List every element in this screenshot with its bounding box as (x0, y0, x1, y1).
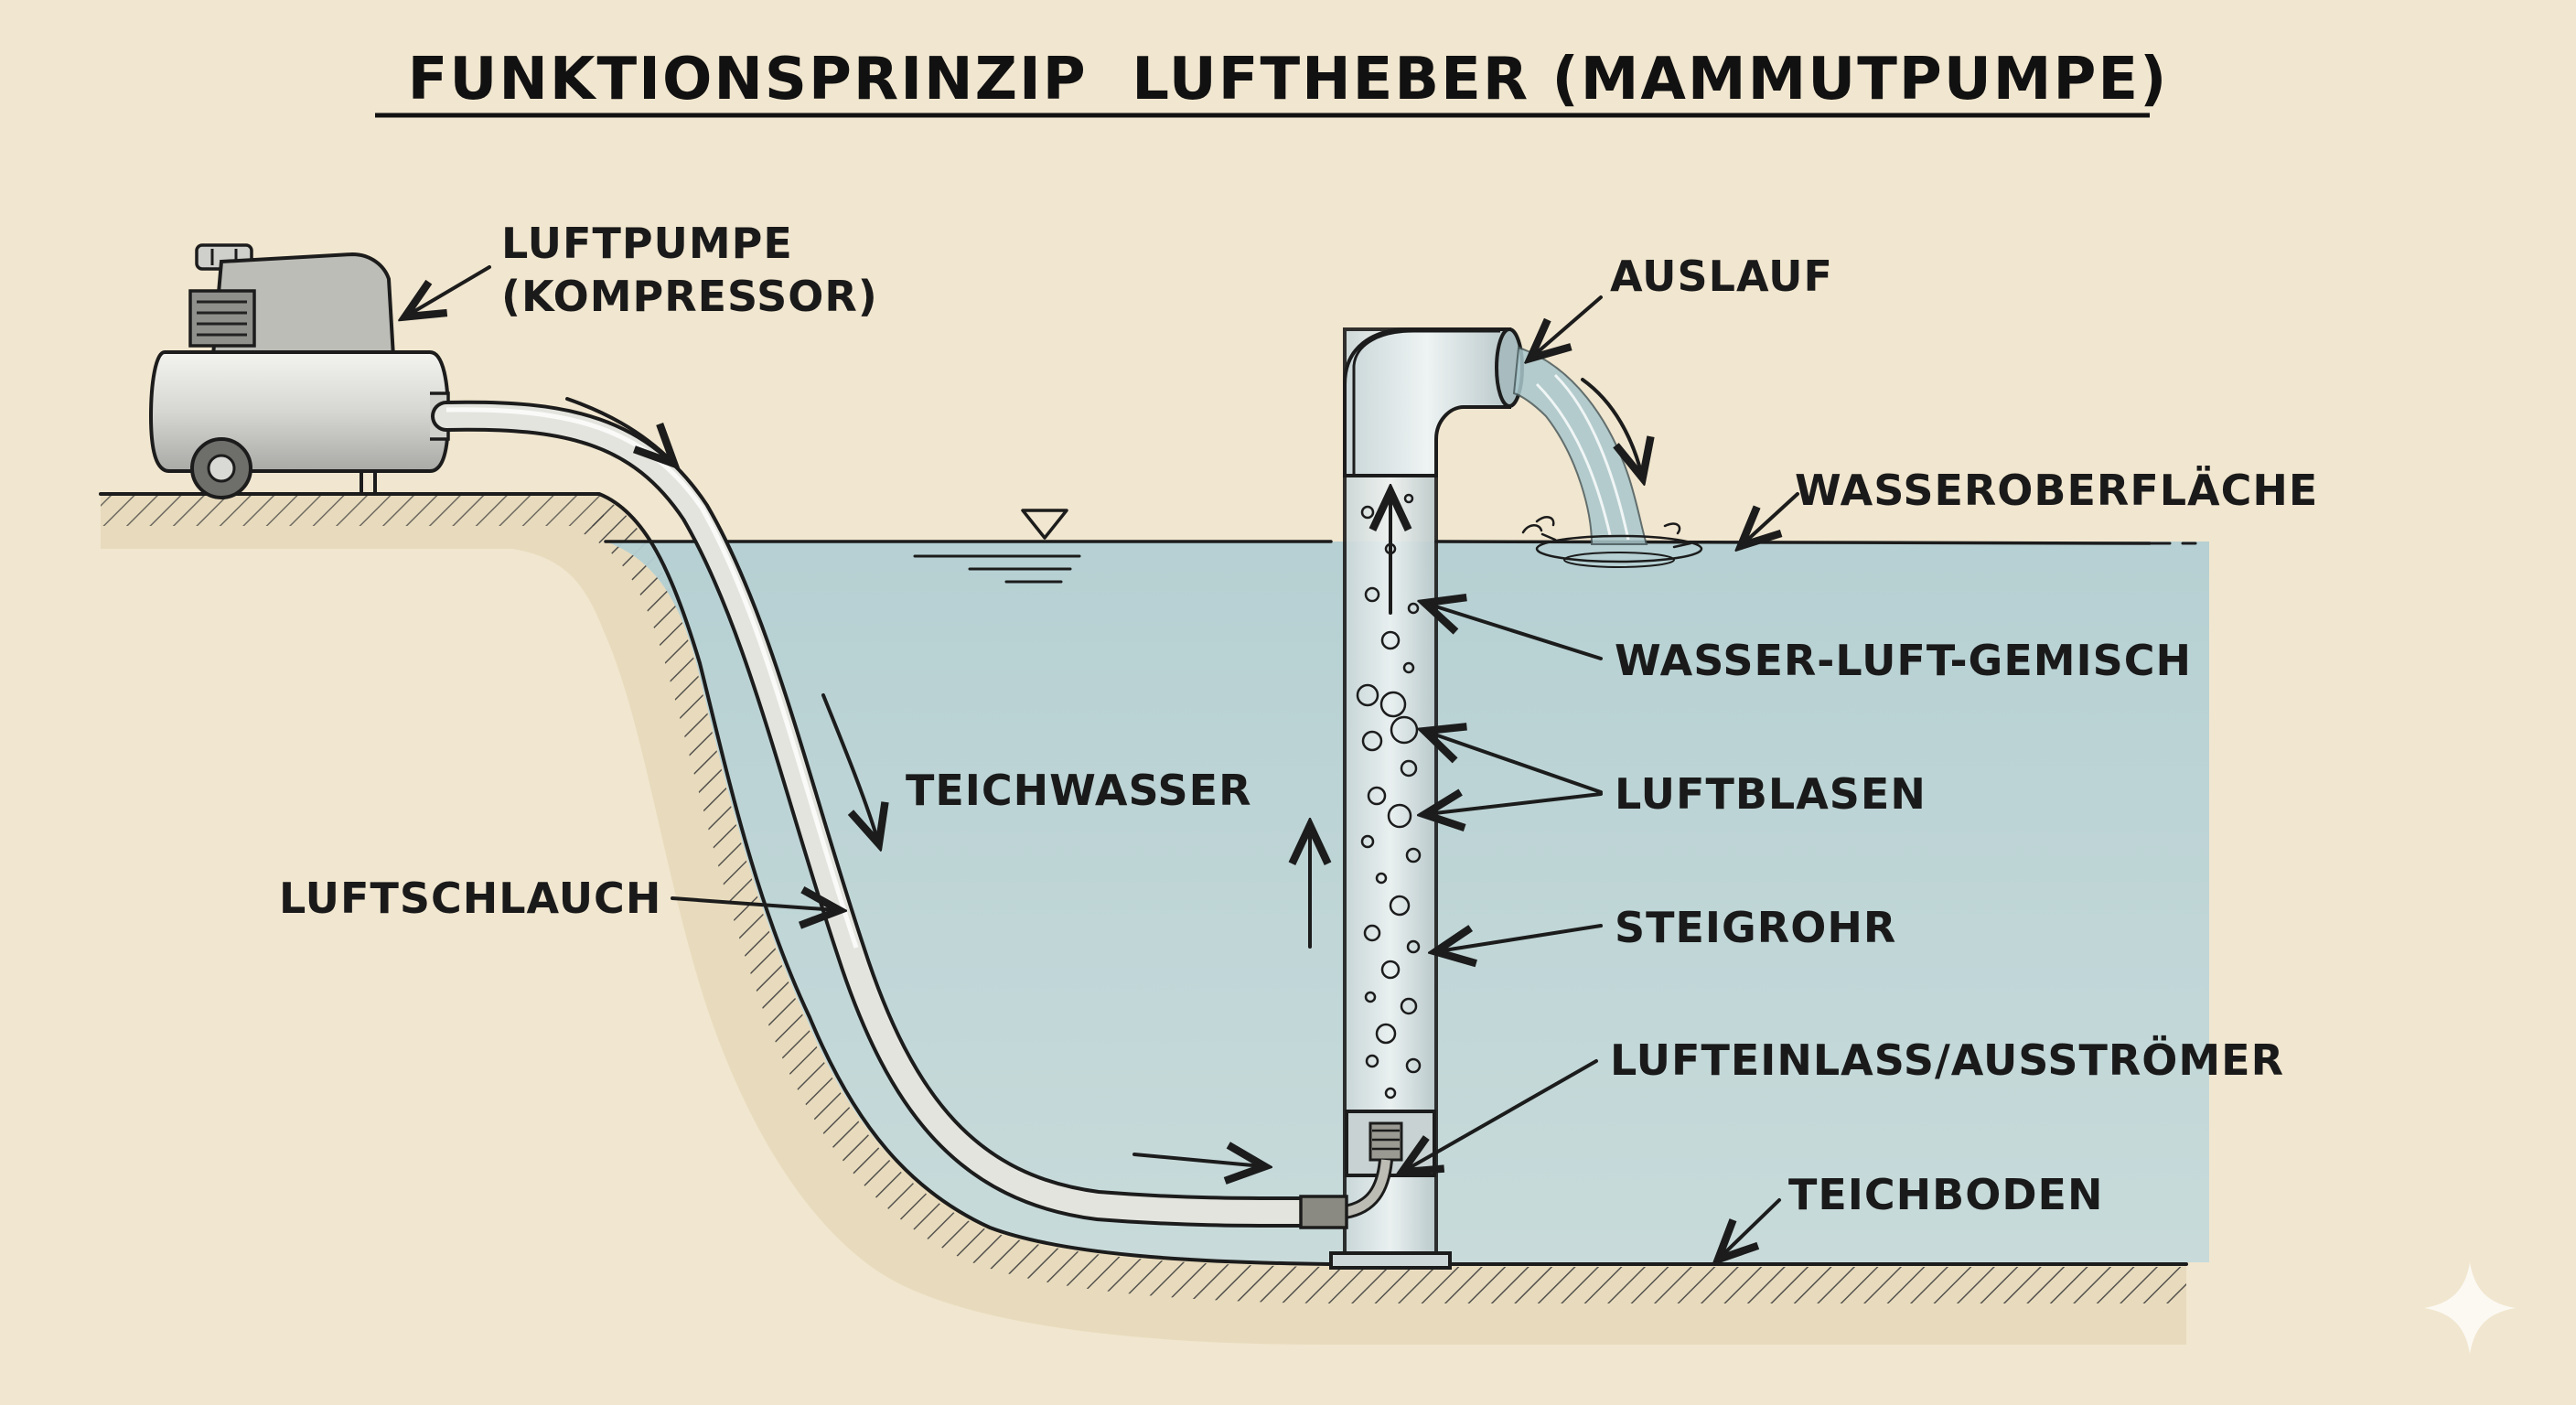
sparkle-watermark-icon (2424, 1262, 2516, 1354)
ground (101, 494, 2186, 1345)
label-wasseroberflaeche: WASSEROBERFLÄCHE (1795, 466, 2318, 515)
label-wasser-luft-gemisch: WASSER-LUFT-GEMISCH (1615, 636, 2192, 685)
compressor-icon (148, 243, 451, 499)
air-bubbles (1356, 493, 1422, 1099)
label-luftpumpe: LUFTPUMPE (501, 219, 793, 268)
water-level-triangle-icon (913, 509, 1081, 584)
label-steigrohr: STEIGROHR (1615, 903, 1896, 952)
label-luftschlauch: LUFTSCHLAUCH (279, 874, 661, 923)
label-kompressor: (KOMPRESSOR) (501, 272, 878, 321)
label-luftblasen: LUFTBLASEN (1615, 769, 1927, 819)
pond-bank-line (99, 492, 2188, 1266)
label-teichboden: TEICHBODEN (1788, 1170, 2103, 1219)
outflow-jet (1512, 346, 1703, 568)
label-teichwasser: TEICHWASSER (906, 766, 1251, 815)
flow-arrows (565, 378, 1642, 1166)
label-auslauf: AUSLAUF (1610, 252, 1833, 301)
leader-lines (407, 265, 1799, 1258)
diagram-title: FUNKTIONSPRINZIP LUFTHEBER (MAMMUTPUMPE) (408, 46, 2169, 113)
label-lufteinlass: LUFTEINLASS/AUSSTRÖMER (1610, 1035, 2284, 1085)
